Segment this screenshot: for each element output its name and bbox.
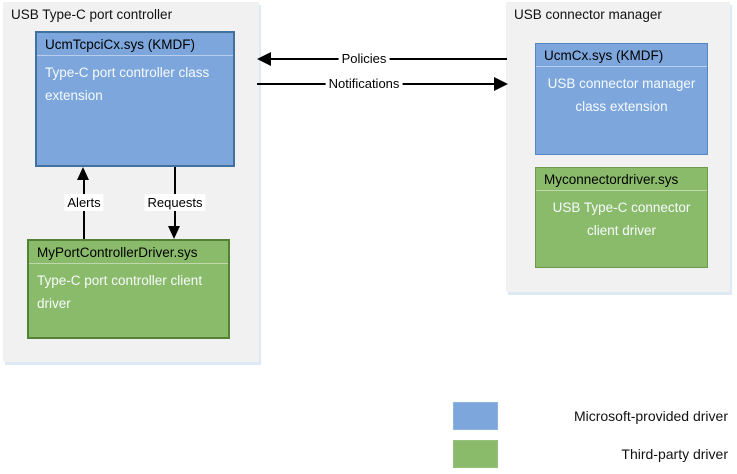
ucmtcpcicx-class-extension-box: UcmTcpciCx.sys (KMDF) Type-C port contro… — [35, 31, 235, 167]
myportcontrollerdriver-box: MyPortControllerDriver.sys Type-C port c… — [27, 239, 230, 339]
myconnectordriver-box: Myconnectordriver.sys USB Type-C connect… — [535, 167, 708, 268]
notifications-arrow: Notifications — [257, 75, 508, 92]
usb-connector-manager-group: USB connector manager UcmCx.sys (KMDF) U… — [506, 2, 730, 292]
requests-arrowhead-icon — [168, 226, 180, 239]
legend-label-thirdparty: Third-party driver — [621, 446, 728, 462]
left-group-title: USB Type-C port controller — [11, 7, 173, 22]
microsoft-driver-swatch — [453, 402, 498, 430]
ucmcx-box-title: UcmCx.sys (KMDF) — [536, 44, 707, 67]
alerts-label: Alerts — [64, 194, 104, 211]
ucmcx-box-body: USB connector manager class extension — [547, 76, 696, 114]
legend: Microsoft-provided driver Third-party dr… — [453, 402, 728, 474]
third-party-driver-swatch — [453, 440, 498, 468]
policies-label: Policies — [338, 50, 390, 67]
myconnectordriver-box-title: Myconnectordriver.sys — [536, 168, 707, 191]
ucmtcpcicx-box-body: Type-C port controller class extension — [45, 65, 210, 103]
notifications-label: Notifications — [325, 75, 403, 92]
right-group-title: USB connector manager — [514, 7, 662, 22]
ucmcx-class-extension-box: UcmCx.sys (KMDF) USB connector manager c… — [535, 43, 708, 155]
myconnectordriver-box-body: USB Type-C connector client driver — [552, 200, 691, 238]
policies-arrow: Policies — [257, 50, 507, 67]
requests-label: Requests — [144, 194, 206, 211]
ucmtcpcicx-box-title: UcmTcpciCx.sys (KMDF) — [37, 33, 233, 56]
myportcontrollerdriver-box-title: MyPortControllerDriver.sys — [29, 241, 228, 264]
legend-label-microsoft: Microsoft-provided driver — [573, 408, 728, 424]
notifications-arrowhead-icon — [494, 77, 508, 91]
myportcontrollerdriver-box-body: Type-C port controller client driver — [37, 273, 203, 311]
policies-arrowhead-icon — [257, 52, 271, 66]
alerts-arrowhead-icon — [77, 167, 89, 180]
usb-typec-port-controller-group: USB Type-C port controller UcmTcpciCx.sy… — [3, 2, 259, 362]
legend-row-thirdparty: Third-party driver — [453, 440, 728, 468]
legend-row-microsoft: Microsoft-provided driver — [453, 402, 728, 430]
